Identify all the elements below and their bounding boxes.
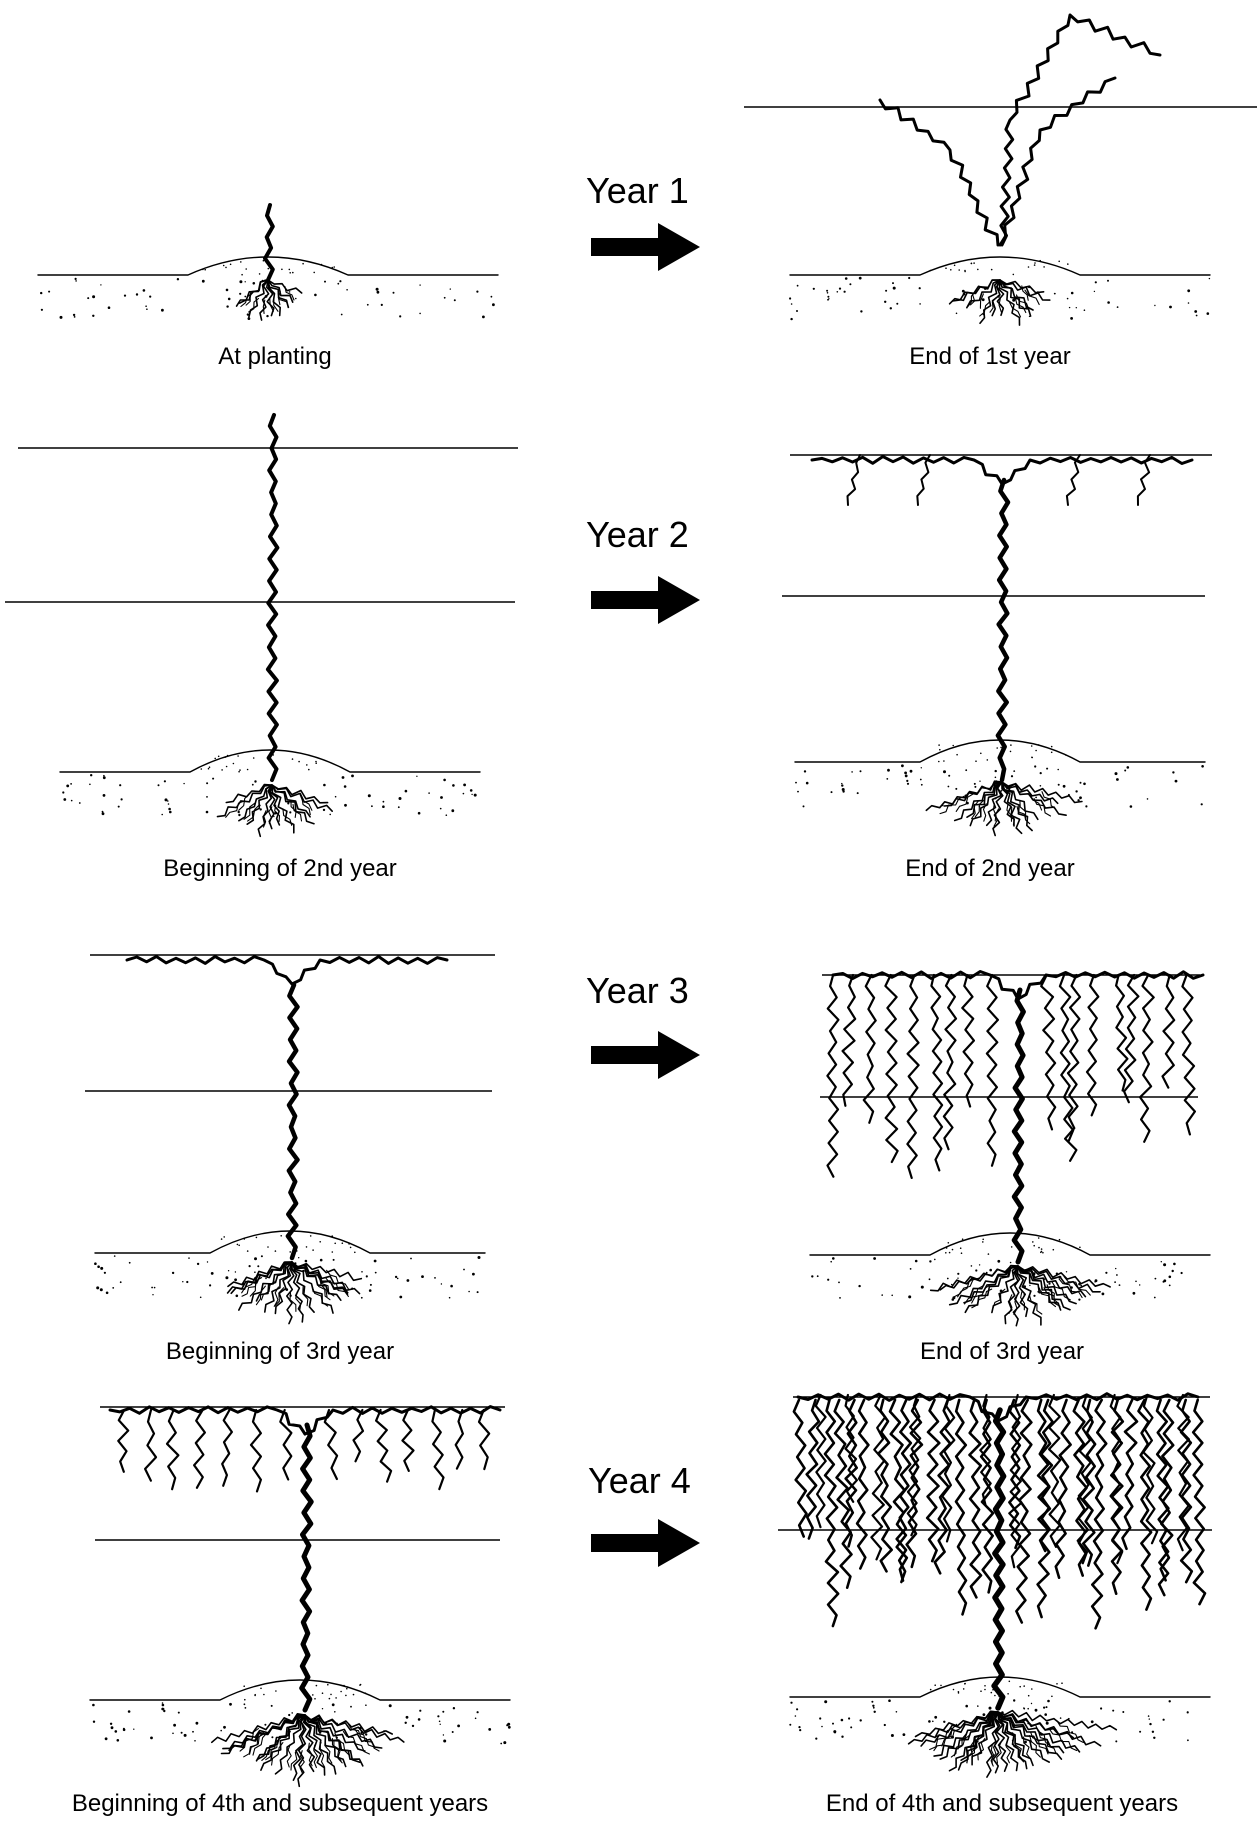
- year-2-arrow-icon: [591, 576, 700, 624]
- cordon-vine-icon: [85, 955, 495, 1324]
- pruned-spurs-vine-icon: [90, 1407, 511, 1787]
- year-3-arrow-icon: [591, 1031, 700, 1079]
- year-4-label: Year 4: [588, 1460, 691, 1502]
- caption-end-2nd-year: End of 2nd year: [905, 855, 1074, 883]
- caption-beginning-3rd-year: Beginning of 3rd year: [166, 1338, 394, 1366]
- caption-at-planting: At planting: [218, 343, 331, 371]
- year-1-label: Year 1: [586, 170, 689, 212]
- trained-trunk-icon: [5, 415, 518, 836]
- caption-beginning-2nd-year: Beginning of 2nd year: [163, 855, 397, 883]
- one-year-vine-icon: [744, 15, 1257, 325]
- two-arm-vine-icon: [782, 455, 1212, 836]
- caption-beginning-4th-years: Beginning of 4th and subsequent years: [72, 1790, 488, 1818]
- year-4-arrow-icon: [591, 1519, 700, 1567]
- year-1-arrow-icon: [591, 223, 700, 271]
- hanging-shoots-vine-icon: [810, 972, 1210, 1326]
- caption-end-4th-years: End of 4th and subsequent years: [826, 1790, 1178, 1818]
- mature-vine-icon: [778, 1394, 1212, 1777]
- year-3-label: Year 3: [586, 970, 689, 1012]
- caption-end-1st-year: End of 1st year: [909, 343, 1070, 371]
- year-2-label: Year 2: [586, 514, 689, 556]
- young-vine-icon: [38, 205, 498, 320]
- caption-end-3rd-year: End of 3rd year: [920, 1338, 1084, 1366]
